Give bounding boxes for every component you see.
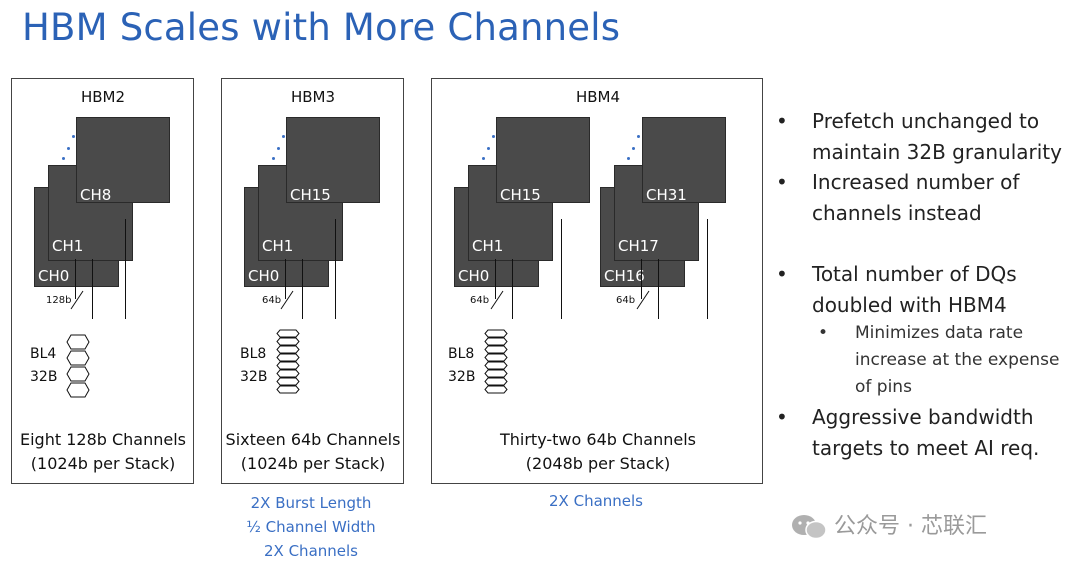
bullet-item: • Total number of DQs doubled with HBM4 — [776, 259, 1066, 321]
bus-slash-icon — [490, 290, 504, 310]
panel-title: HBM3 — [290, 88, 336, 106]
bus-line — [335, 219, 336, 319]
channel-width-label: 128b — [46, 295, 72, 306]
sub-bullet-item: • Minimizes data rate increase at the ex… — [818, 320, 1076, 401]
bus-line — [641, 259, 642, 299]
bus-line — [561, 219, 562, 319]
burst-icon — [484, 329, 508, 394]
panel-hbm4: HBM4 CH0 CH1 CH15 64b CH16 CH17 CH31 64b… — [431, 78, 763, 484]
chat-bubble-icon — [792, 515, 827, 540]
bus-line — [302, 259, 303, 319]
burst-length-label: BL8 — [240, 346, 267, 362]
bus-line — [707, 219, 708, 319]
ellipsis-dot — [637, 135, 640, 138]
burst-length-label: BL8 — [448, 346, 475, 362]
ellipsis-dot — [482, 157, 485, 160]
bus-line — [285, 259, 286, 299]
bullet-item: • Aggressive bandwidth targets to meet A… — [776, 402, 1066, 464]
ellipsis-dot — [632, 147, 635, 150]
page-title: HBM Scales with More Channels — [22, 6, 621, 49]
ellipsis-dot — [487, 147, 490, 150]
channel-width-label: 64b — [616, 295, 636, 306]
burst-icon — [66, 334, 90, 398]
panel-hbm3: HBM3 CH0 CH1 CH15 64b BL8 32B Sixteen 64… — [221, 78, 404, 484]
bus-line — [512, 259, 513, 319]
channel-chip: CH15 — [496, 117, 590, 204]
ellipsis-dot — [627, 157, 630, 160]
burst-icon — [276, 329, 300, 394]
bus-line — [75, 259, 76, 299]
burst-length-label: BL4 — [30, 346, 57, 362]
channel-width-label: 64b — [262, 295, 282, 306]
bullet-dot: • — [776, 109, 788, 133]
channel-chip: CH31 — [642, 117, 726, 204]
channel-width-label: 64b — [470, 295, 490, 306]
panel-caption: Sixteen 64b Channels (1024b per Stack) — [225, 430, 401, 473]
bullet-item: • Prefetch unchanged to maintain 32B gra… — [776, 106, 1066, 168]
panel-caption: Eight 128b Channels (1024b per Stack) — [19, 430, 187, 473]
panel-title: HBM4 — [575, 88, 621, 106]
hbm3-notes: 2X Burst Length ½ Channel Width 2X Chann… — [246, 494, 376, 560]
bullet-item: • Increased number of channels instead — [776, 167, 1066, 229]
panel-title: HBM2 — [80, 88, 126, 106]
bullet-dot: • — [776, 262, 788, 286]
bus-slash-icon — [636, 290, 650, 310]
granularity-label: 32B — [240, 369, 268, 385]
bus-line — [92, 259, 93, 319]
bullet-dot: • — [818, 323, 829, 343]
granularity-label: 32B — [448, 369, 476, 385]
bus-slash-icon — [280, 290, 294, 310]
ellipsis-dot — [72, 135, 75, 138]
watermark: 公众号 · 芯联汇 — [790, 508, 987, 541]
ellipsis-dot — [272, 157, 275, 160]
bullet-dot: • — [776, 405, 788, 429]
panel-hbm2: HBM2 CH0 CH1 CH8 128b BL4 32B Eight 128b… — [11, 78, 194, 484]
ellipsis-dot — [62, 157, 65, 160]
bus-slash-icon — [70, 290, 84, 310]
hbm4-notes: 2X Channels — [549, 492, 643, 510]
granularity-label: 32B — [30, 369, 58, 385]
bus-line — [125, 219, 126, 319]
ellipsis-dot — [67, 147, 70, 150]
channel-chip: CH15 — [286, 117, 380, 204]
bus-line — [658, 259, 659, 319]
bus-line — [495, 259, 496, 299]
panel-caption: Thirty-two 64b Channels (2048b per Stack… — [499, 430, 697, 473]
ellipsis-dot — [492, 135, 495, 138]
ellipsis-dot — [282, 135, 285, 138]
channel-chip: CH8 — [76, 117, 170, 204]
ellipsis-dot — [277, 147, 280, 150]
bullet-dot: • — [776, 170, 788, 194]
